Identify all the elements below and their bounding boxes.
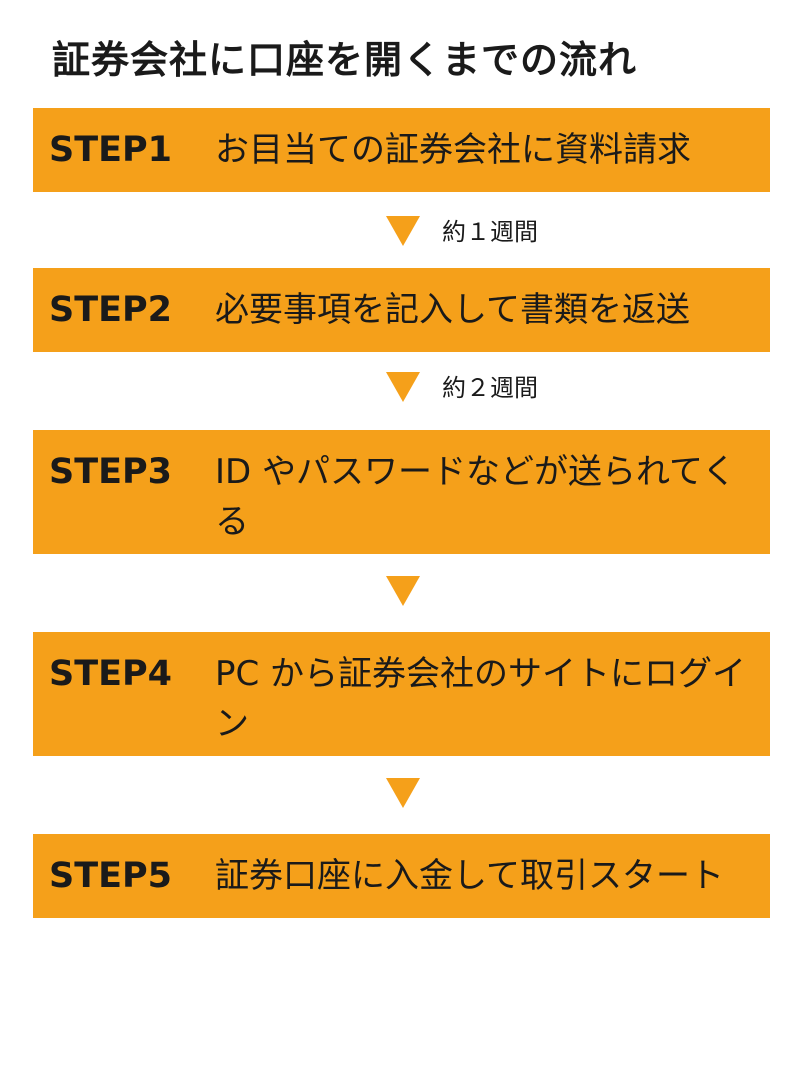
duration-label: 約２週間: [442, 374, 538, 402]
connector-3: [0, 572, 800, 612]
step-label: STEP1: [49, 130, 172, 170]
step-label: STEP2: [49, 290, 172, 330]
down-arrow-icon: [386, 778, 420, 808]
step-box-3: STEP3 ID やパスワードなどが送られてくる: [33, 430, 770, 554]
step-label: STEP3: [49, 452, 172, 492]
duration-label: 約１週間: [442, 218, 538, 246]
step-text: ID やパスワードなどが送られてくる: [215, 452, 736, 542]
down-arrow-icon: [386, 372, 420, 402]
down-arrow-icon: [386, 216, 420, 246]
step-box-5: STEP5 証券口座に入金して取引スタート: [33, 834, 770, 918]
connector-2: 約２週間: [0, 368, 800, 408]
step-box-1: STEP1 お目当ての証券会社に資料請求: [33, 108, 770, 192]
step-label: STEP5: [49, 856, 172, 896]
step-box-2: STEP2 必要事項を記入して書類を返送: [33, 268, 770, 352]
step-text: 必要事項を記入して書類を返送: [215, 290, 690, 330]
connector-4: [0, 774, 800, 814]
connector-1: 約１週間: [0, 212, 800, 252]
step-box-4: STEP4 PC から証券会社のサイトにログイン: [33, 632, 770, 756]
down-arrow-icon: [386, 576, 420, 606]
step-text: お目当ての証券会社に資料請求: [215, 130, 691, 170]
page-title: 証券会社に口座を開くまでの流れ: [52, 38, 638, 82]
step-text: 証券口座に入金して取引スタート: [215, 856, 724, 896]
step-label: STEP4: [49, 654, 172, 694]
step-text: PC から証券会社のサイトにログイン: [215, 654, 747, 744]
